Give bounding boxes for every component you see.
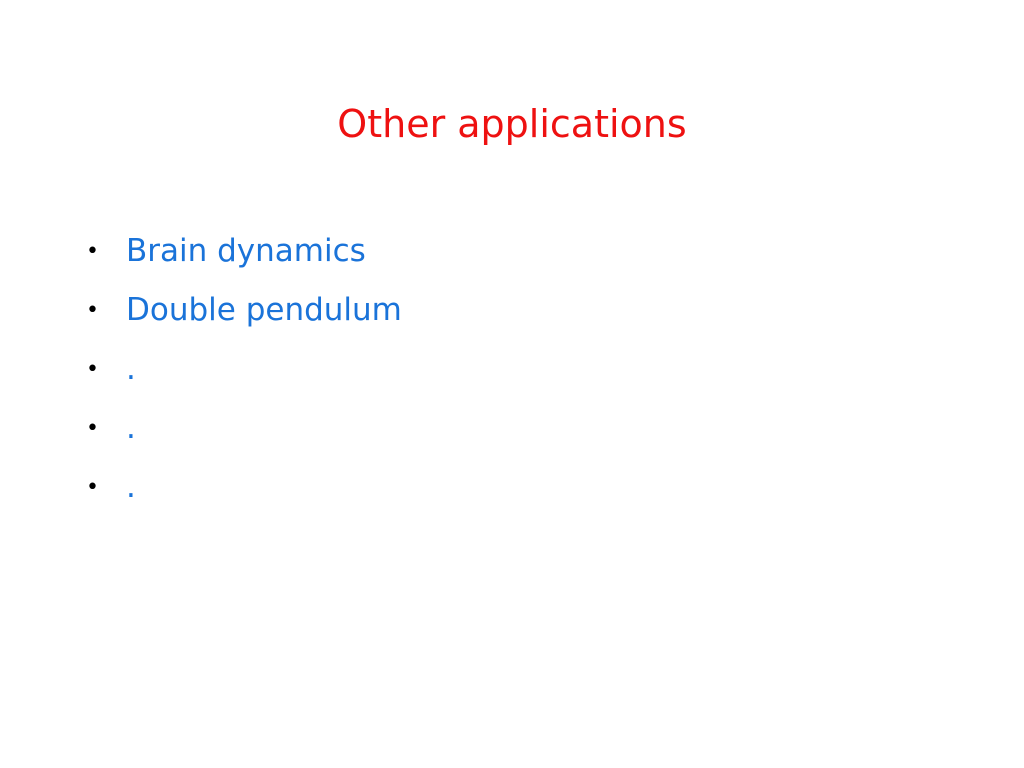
bullet-icon: • (86, 297, 99, 323)
bullet-text: . (126, 351, 136, 387)
bullet-text: . (126, 469, 136, 505)
list-item: • . (86, 340, 402, 399)
slide-title: Other applications (337, 102, 687, 146)
list-item: • . (86, 458, 402, 517)
bullet-text: . (126, 410, 136, 446)
list-item: • Brain dynamics (86, 222, 402, 281)
bullet-icon: • (86, 238, 99, 264)
bullet-text: Brain dynamics (126, 233, 366, 269)
bullet-icon: • (86, 356, 99, 382)
bullet-icon: • (86, 415, 99, 441)
bullet-text: Double pendulum (126, 292, 402, 328)
list-item: • Double pendulum (86, 281, 402, 340)
bullet-list: • Brain dynamics • Double pendulum • . •… (86, 222, 402, 517)
list-item: • . (86, 399, 402, 458)
bullet-icon: • (86, 474, 99, 500)
